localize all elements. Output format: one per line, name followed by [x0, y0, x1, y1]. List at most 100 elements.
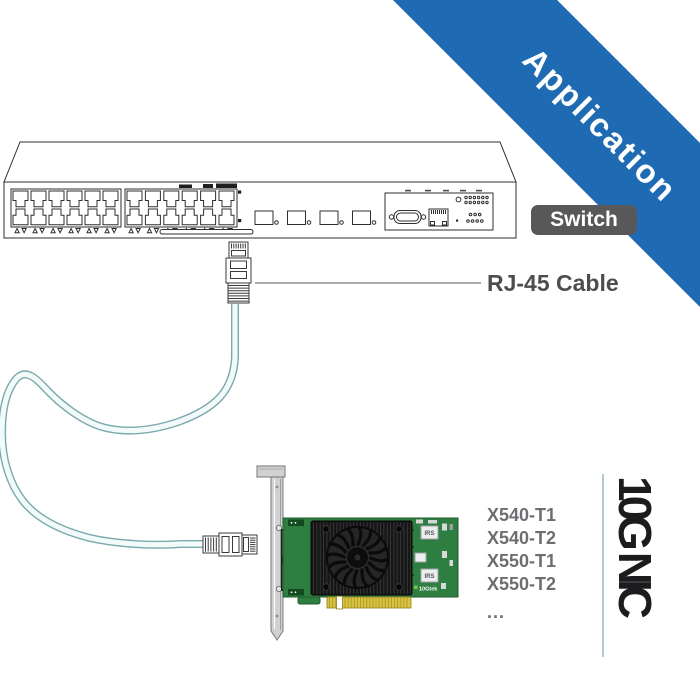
sfp-port [254, 210, 274, 225]
rj45-port [163, 208, 180, 226]
rj45-port [218, 208, 235, 226]
led [466, 219, 470, 223]
ic-chip-small [414, 552, 427, 563]
nic-card-illustration: IRS IRS 10Gtek [256, 465, 459, 641]
up-triangle-icon [86, 227, 93, 234]
up-triangle-icon [50, 227, 57, 234]
rj45-port [200, 190, 217, 208]
port-label-smudge [216, 183, 237, 188]
connector-pins [250, 537, 256, 552]
panel-mark [476, 189, 482, 192]
led [472, 200, 477, 205]
led [476, 200, 481, 205]
chip-dot [294, 521, 297, 524]
port-mark [238, 219, 242, 223]
up-triangle-icon [14, 227, 21, 234]
nic-model: X550-T2 [487, 574, 557, 594]
led [480, 219, 484, 223]
ic-chip-label: IRS [424, 574, 434, 580]
switch-illustration [3, 141, 517, 239]
rj45-port [102, 208, 119, 226]
sfp-led [371, 220, 377, 225]
jack-screw [275, 524, 283, 532]
sfp-led [306, 220, 312, 225]
nic-side-label: 10G NIC [609, 476, 661, 613]
up-triangle-icon [104, 227, 111, 234]
cable-core [0, 304, 238, 548]
down-triangle-icon [93, 228, 100, 234]
console-rj45-foot [442, 221, 447, 226]
pcb-via [412, 546, 414, 548]
connector-latch [230, 260, 247, 269]
logo-mark [414, 585, 418, 589]
chip-dot [290, 591, 293, 594]
switch-pullout-tab [159, 229, 254, 235]
pcb-logo-text: 10Gtek [419, 587, 438, 593]
capacitor [442, 551, 447, 558]
led [476, 195, 481, 200]
down-triangle-icon [75, 228, 82, 234]
led [473, 212, 477, 217]
rj45-port [163, 190, 180, 208]
panel-markings [405, 189, 482, 192]
rj45-port [181, 208, 198, 226]
rj45-port [48, 190, 65, 208]
panel-mark [405, 189, 411, 192]
fan-blade [327, 560, 347, 569]
led-square [456, 219, 459, 222]
port-label-smudge [203, 184, 213, 188]
connector-window [243, 537, 249, 552]
sfp-led [339, 220, 344, 225]
fan-blade [352, 568, 359, 589]
rj45-port [48, 208, 65, 226]
serial-port [388, 210, 427, 224]
down-triangle-icon [21, 228, 28, 234]
rj45-port [66, 190, 83, 208]
led [455, 196, 462, 203]
up-triangle-icon [32, 227, 39, 234]
nic-model-more: ... [487, 602, 506, 622]
rj45-port [102, 190, 119, 208]
fan-blade [326, 552, 347, 559]
rj45-ports [12, 190, 235, 226]
down-triangle-icon [111, 228, 118, 234]
nic-model-list: X540-T1 X540-T2 X550-T1 X550-T2 ... [487, 504, 556, 624]
pcie-key-notch [336, 595, 343, 610]
connector-window [231, 250, 246, 257]
cable-outline [0, 304, 239, 549]
led [485, 200, 489, 205]
led [468, 195, 472, 200]
fan-blade [356, 526, 363, 547]
switch-badge: Switch [531, 205, 637, 235]
rj45-cable-illustration [0, 241, 258, 557]
rj45-port [218, 190, 235, 208]
fan-blade [336, 533, 351, 550]
sfp-port [319, 210, 339, 225]
capacitor [449, 524, 453, 530]
led [472, 195, 477, 200]
pcb-via [412, 574, 414, 576]
sfp-port [352, 210, 371, 225]
sfp-led [274, 220, 279, 225]
down-triangle-icon [135, 228, 142, 234]
led [481, 195, 485, 200]
nic-model: X550-T1 [487, 551, 557, 571]
nic-bracket [256, 465, 286, 641]
rj45-connector-bottom [202, 532, 258, 557]
console-rj45-body [428, 208, 449, 227]
pcb-via [412, 529, 414, 531]
led [475, 219, 480, 223]
heatsink-screw [395, 525, 403, 533]
led-indicators [455, 195, 489, 223]
console-panel [384, 192, 494, 231]
smd-component [416, 519, 423, 524]
led [477, 212, 482, 217]
connector-latch [221, 536, 230, 553]
smd-component [428, 520, 437, 524]
down-triangle-icon [39, 228, 46, 234]
rj45-port [84, 208, 101, 226]
panel-mark [425, 189, 431, 192]
heatsink-screw [395, 583, 403, 591]
fan-blade [367, 561, 386, 573]
panel-mark [460, 189, 466, 192]
